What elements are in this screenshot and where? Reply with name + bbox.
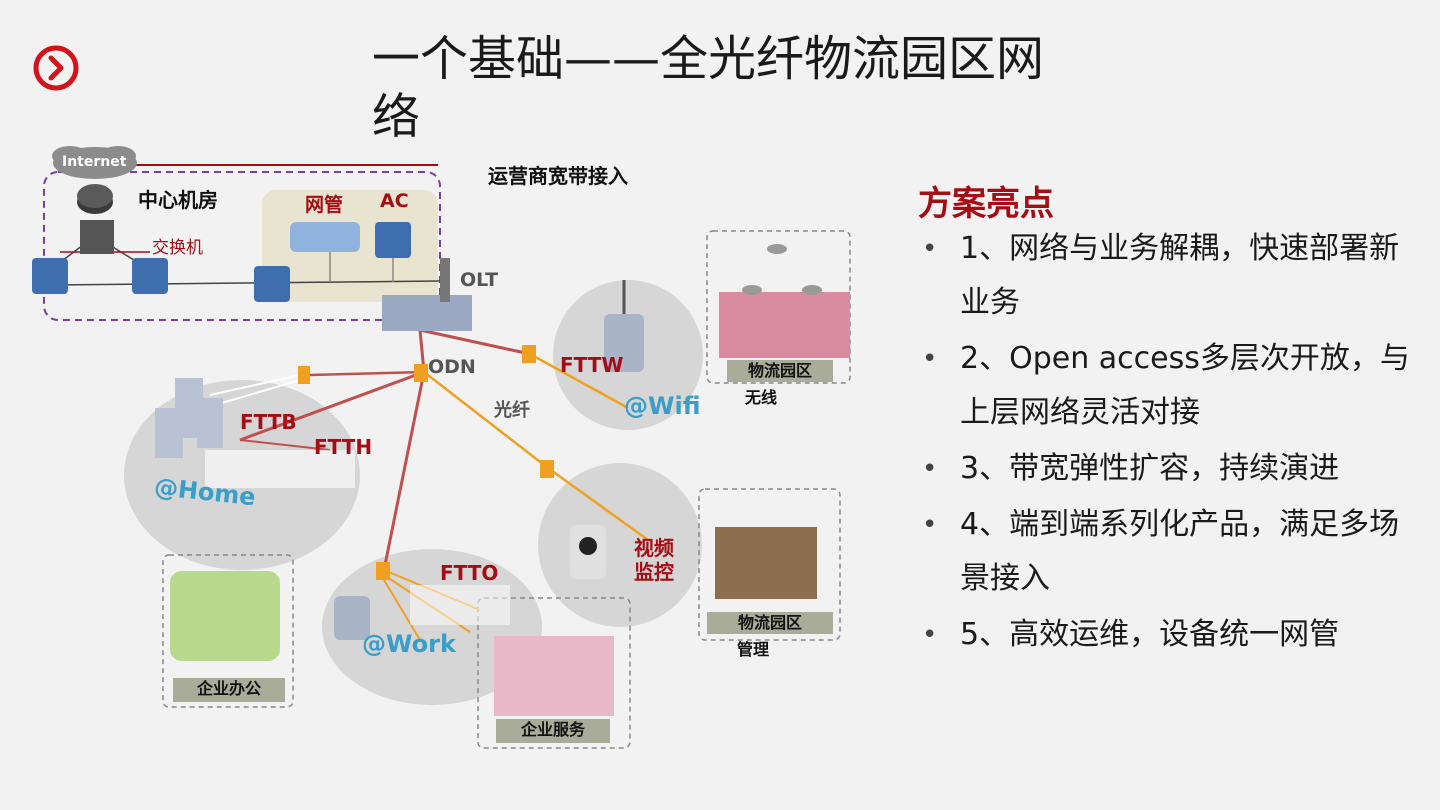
highlight-item: • 4、端到端系列化产品，满足多场景接入 bbox=[918, 498, 1418, 606]
page-title: 一个基础——全光纤物流园区网络 bbox=[372, 31, 1045, 145]
internet-label: Internet bbox=[62, 154, 127, 170]
ftth-label: FTTH bbox=[314, 435, 373, 459]
wifi-label: @Wifi bbox=[624, 392, 701, 420]
bullet-icon: • bbox=[922, 234, 938, 264]
enterprise-service-caption: 企业服务 bbox=[496, 719, 610, 743]
ftto-label: FTTO bbox=[440, 561, 499, 585]
odn-label: ODN bbox=[428, 356, 476, 378]
highlight-item: • 5、高效运维，设备统一网管 bbox=[918, 608, 1418, 662]
fttw-label: FTTW bbox=[560, 353, 624, 377]
park-mgmt-sub: 管理 bbox=[737, 640, 770, 659]
enterprise-office-caption: 企业办公 bbox=[173, 678, 285, 702]
park-wireless-caption: 物流园区 bbox=[727, 360, 833, 382]
work-label: @Work bbox=[362, 630, 456, 658]
highlight-text: 2、Open access多层次开放，与上层网络灵活对接 bbox=[960, 341, 1410, 430]
center-room-label: 中心机房 bbox=[138, 188, 218, 212]
highlights-heading: 方案亮点 bbox=[918, 184, 1054, 224]
enterprise-service-caption-text: 企业服务 bbox=[520, 720, 585, 739]
carrier-broadband-label: 运营商宽带接入 bbox=[488, 164, 628, 188]
video-monitoring-line2: 监控 bbox=[634, 560, 674, 584]
olt-label: OLT bbox=[460, 269, 499, 291]
highlight-item: • 3、带宽弹性扩容，持续演进 bbox=[918, 442, 1418, 496]
ac-label: AC bbox=[380, 190, 409, 212]
highlight-text: 1、网络与业务解耦，快速部署新业务 bbox=[960, 231, 1400, 320]
bullet-icon: • bbox=[922, 510, 938, 540]
brand-logo-icon bbox=[32, 44, 80, 96]
highlight-item: • 2、Open access多层次开放，与上层网络灵活对接 bbox=[918, 332, 1418, 440]
switch-label: 交换机 bbox=[152, 238, 203, 258]
park-mgmt-caption: 物流园区 bbox=[707, 612, 833, 634]
park-wireless-caption-text: 物流园区 bbox=[747, 361, 812, 380]
bullet-icon: • bbox=[922, 344, 938, 374]
highlight-text: 4、端到端系列化产品，满足多场景接入 bbox=[960, 507, 1400, 596]
highlight-text: 3、带宽弹性扩容，持续演进 bbox=[960, 451, 1340, 486]
highlight-item: • 1、网络与业务解耦，快速部署新业务 bbox=[918, 222, 1418, 330]
highlights-list: • 1、网络与业务解耦，快速部署新业务 • 2、Open access多层次开放，与… bbox=[918, 222, 1418, 664]
network-diagram bbox=[32, 146, 851, 749]
video-monitoring-label: 视频 监控 bbox=[634, 536, 674, 584]
video-monitoring-line1: 视频 bbox=[634, 536, 674, 560]
enterprise-office-caption-text: 企业办公 bbox=[196, 679, 261, 698]
fiber-label: 光纤 bbox=[494, 400, 530, 421]
highlight-text: 5、高效运维，设备统一网管 bbox=[960, 617, 1340, 652]
park-mgmt-caption-text: 物流园区 bbox=[737, 613, 802, 632]
fttb-label: FTTB bbox=[240, 410, 297, 434]
bullet-icon: • bbox=[922, 620, 938, 650]
park-wireless-sub: 无线 bbox=[745, 388, 778, 407]
nms-label: 网管 bbox=[305, 194, 344, 216]
bullet-icon: • bbox=[922, 454, 938, 484]
